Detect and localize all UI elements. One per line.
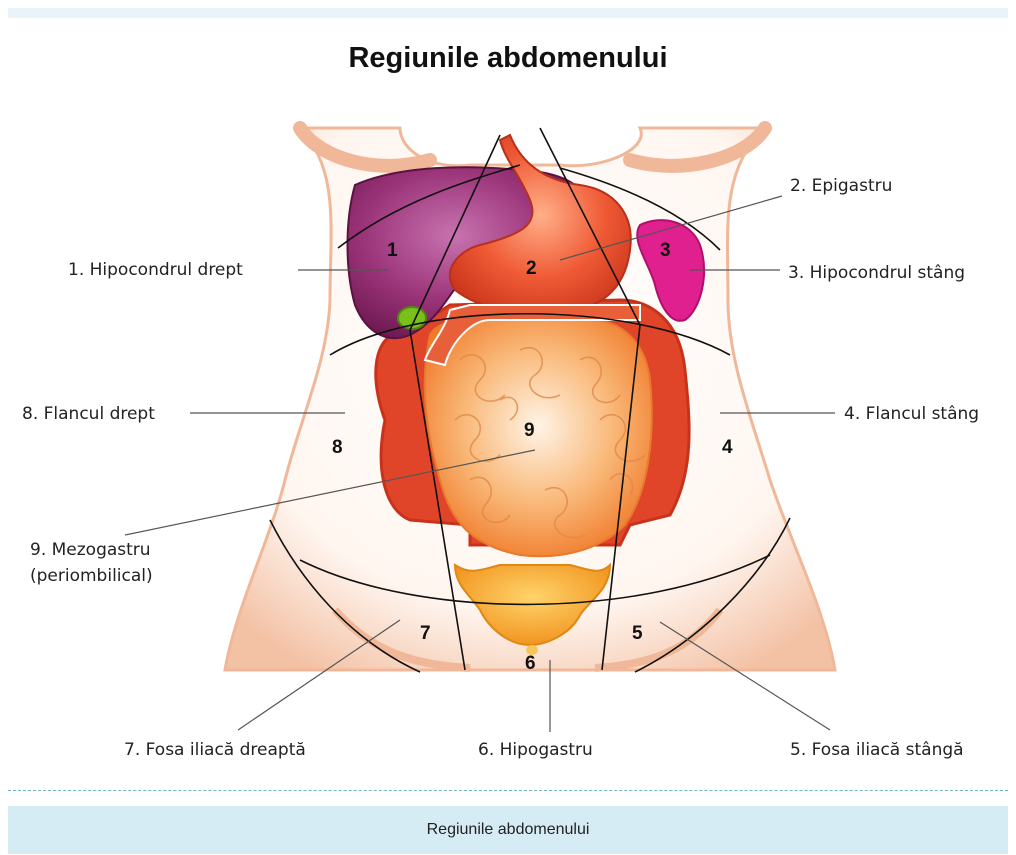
region-number-1: 1 bbox=[387, 240, 398, 262]
label-hipocondrul-stang: 3. Hipocondrul stâng bbox=[788, 263, 965, 283]
region-number-2: 2 bbox=[526, 258, 537, 280]
figure-caption: Regiunile abdomenului bbox=[8, 806, 1008, 854]
abdomen-illustration bbox=[0, 0, 1016, 790]
region-number-4: 4 bbox=[722, 437, 733, 459]
region-number-9: 9 bbox=[524, 420, 535, 442]
region-number-6: 6 bbox=[525, 653, 536, 675]
label-fosa-iliaca-stanga: 5. Fosa iliacă stângă bbox=[790, 740, 964, 760]
label-fosa-iliaca-dreapta: 7. Fosa iliacă dreaptă bbox=[124, 740, 306, 760]
label-epigastru: 2. Epigastru bbox=[790, 176, 892, 196]
region-number-7: 7 bbox=[420, 623, 431, 645]
label-mezogastru: 9. Mezogastru bbox=[30, 540, 151, 560]
region-number-5: 5 bbox=[632, 623, 643, 645]
label-flancul-stang: 4. Flancul stâng bbox=[844, 404, 979, 424]
label-hipogastru: 6. Hipogastru bbox=[478, 740, 593, 760]
region-number-8: 8 bbox=[332, 437, 343, 459]
label-flancul-drept: 8. Flancul drept bbox=[22, 404, 155, 424]
label-periombilical: (periombilical) bbox=[30, 566, 153, 586]
region-number-3: 3 bbox=[660, 240, 671, 262]
diagram-title: Regiunile abdomenului bbox=[0, 42, 1016, 75]
caption-divider bbox=[8, 790, 1008, 791]
label-hipocondrul-drept: 1. Hipocondrul drept bbox=[68, 260, 243, 280]
